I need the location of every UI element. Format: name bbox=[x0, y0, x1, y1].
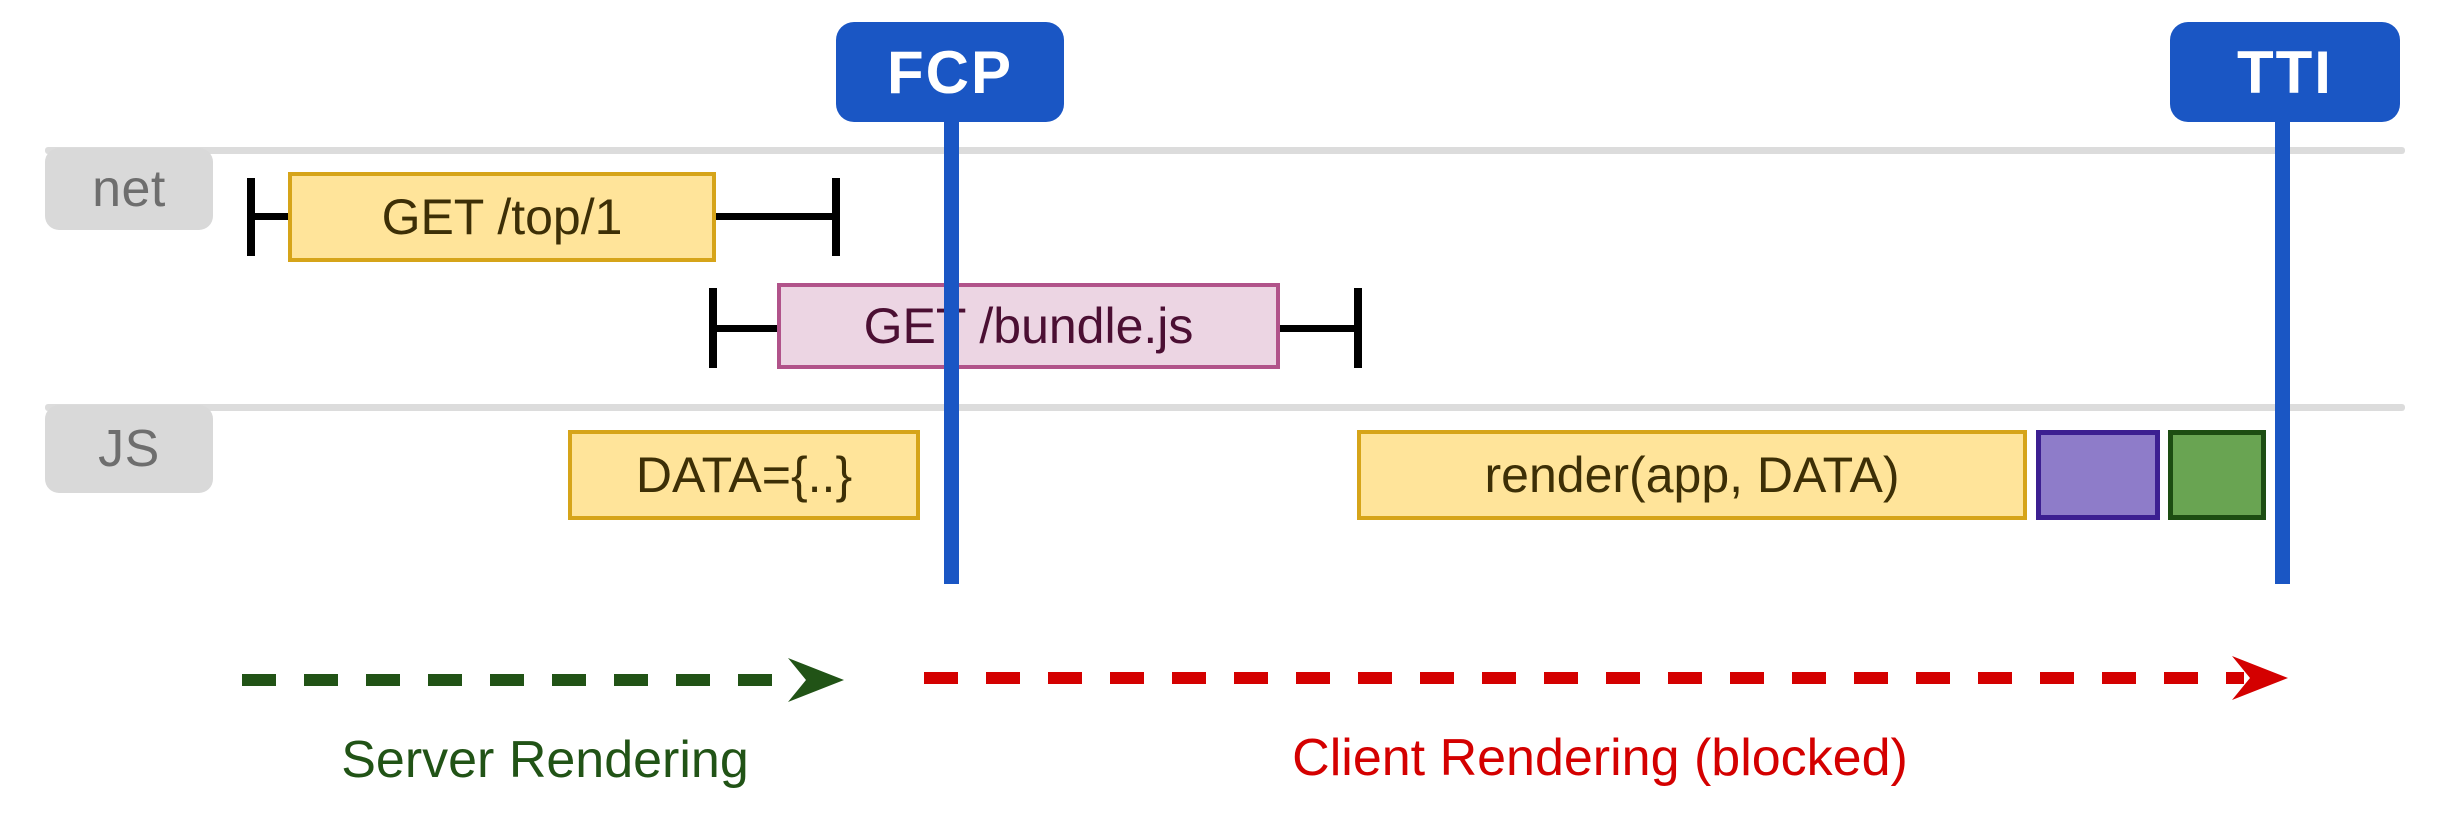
server-rendering-arrow bbox=[242, 658, 844, 702]
client-rendering-arrow bbox=[924, 656, 2288, 700]
task-label-get-bundle: GET /bundle.js bbox=[863, 298, 1194, 354]
server-rendering-label: Server Rendering bbox=[245, 730, 845, 790]
lane-label-js: JS bbox=[98, 420, 160, 478]
milestone-badge-tti[interactable]: TTI bbox=[2170, 22, 2400, 122]
lane-rail-js bbox=[45, 404, 2405, 411]
whisker-line-get-bundle-start bbox=[709, 325, 781, 332]
task-label-render-call: render(app, DATA) bbox=[1484, 447, 1900, 503]
task-box-purple[interactable] bbox=[2036, 430, 2160, 520]
server-rendering-text: Server Rendering bbox=[341, 731, 749, 789]
lane-chip-net: net bbox=[45, 148, 213, 230]
client-rendering-text: Client Rendering (blocked) bbox=[1292, 729, 1908, 787]
milestone-label-fcp: FCP bbox=[887, 38, 1013, 106]
task-label-data-assign: DATA={..} bbox=[635, 447, 853, 503]
whisker-cap-get-bundle-end bbox=[1354, 288, 1362, 368]
lane-chip-js: JS bbox=[45, 405, 213, 493]
milestone-line-fcp bbox=[944, 100, 959, 584]
whisker-line-get-top-start bbox=[247, 213, 292, 220]
task-box-get-top[interactable]: GET /top/1 bbox=[288, 172, 716, 262]
task-box-render-call[interactable]: render(app, DATA) bbox=[1357, 430, 2027, 520]
whisker-line-get-bundle-end bbox=[1276, 325, 1360, 332]
milestone-badge-fcp[interactable]: FCP bbox=[836, 22, 1064, 122]
whisker-cap-get-top-end bbox=[832, 178, 840, 256]
lane-rail-net bbox=[45, 147, 2405, 154]
whisker-line-get-top-end bbox=[712, 213, 838, 220]
client-rendering-label: Client Rendering (blocked) bbox=[1000, 728, 2200, 788]
task-label-get-top: GET /top/1 bbox=[381, 189, 623, 245]
task-box-data-assign[interactable]: DATA={..} bbox=[568, 430, 920, 520]
milestone-line-tti bbox=[2275, 100, 2290, 584]
task-box-get-bundle[interactable]: GET /bundle.js bbox=[777, 283, 1280, 369]
lane-label-net: net bbox=[92, 160, 166, 218]
milestone-label-tti: TTI bbox=[2237, 38, 2333, 106]
task-box-green[interactable] bbox=[2168, 430, 2266, 520]
